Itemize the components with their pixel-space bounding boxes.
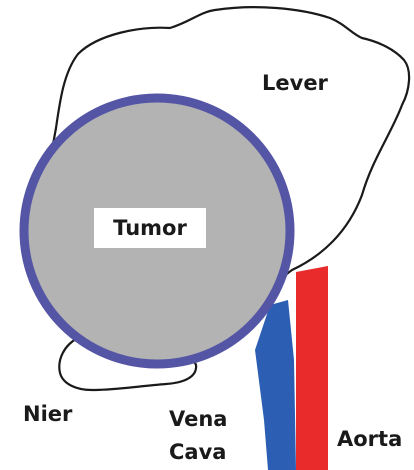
- aorta-label: Aorta: [337, 429, 402, 450]
- cava-label: Cava: [169, 442, 226, 463]
- nier-label: Nier: [23, 404, 72, 425]
- tumor-label: Tumor: [113, 216, 187, 240]
- vena-cava-vessel: [255, 300, 296, 470]
- lever-label: Lever: [262, 73, 328, 94]
- tumor-label-box: Tumor: [94, 208, 206, 248]
- aorta-vessel: [296, 266, 328, 470]
- vena-label: Vena: [169, 409, 227, 430]
